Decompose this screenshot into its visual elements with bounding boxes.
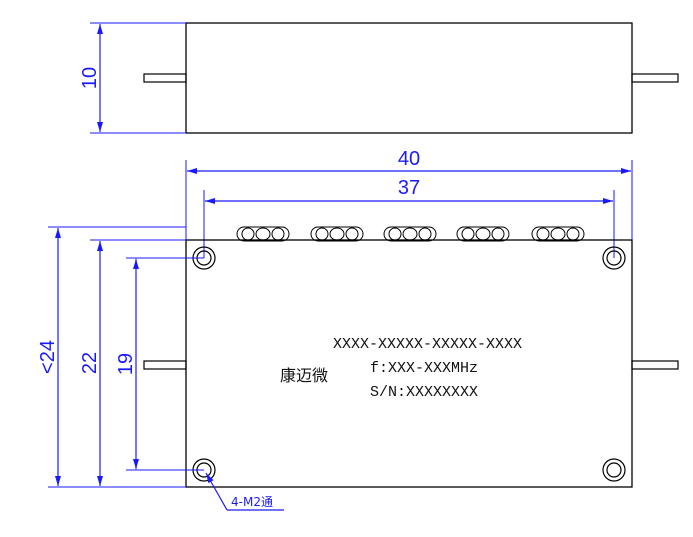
trimmer-2 (310, 226, 364, 242)
top-view-right-pin (631, 360, 679, 370)
side-view (143, 22, 679, 134)
side-view-body (185, 22, 633, 134)
trimmer-1 (236, 226, 290, 242)
dim-total-height-label: <24 (37, 340, 59, 374)
trimmer-3 (383, 226, 437, 242)
top-view-left-pin (143, 360, 187, 370)
serial-number: S/N:XXXXXXXX (370, 384, 478, 401)
dim-body-height-label: 22 (79, 352, 101, 374)
mounting-hole-bottom-right (602, 458, 626, 482)
hole-callout: 4-M2通 (205, 472, 284, 511)
dim-total-height: <24 (37, 226, 186, 488)
frequency-range: f:XXX-XXXMHz (370, 360, 478, 377)
part-number: XXXX-XXXXX-XXXXX-XXXX (333, 336, 522, 353)
dim-hole-spacing-y-label: 19 (115, 353, 137, 375)
brand-name: 康迈微 (280, 366, 328, 385)
hole-callout-label: 4-M2通 (231, 495, 273, 509)
trimmer-5 (531, 226, 585, 242)
dim-side-height: 10 (79, 22, 186, 134)
trimmer-4 (456, 226, 510, 242)
trimmer-row (236, 226, 585, 242)
side-view-right-pin (631, 73, 679, 83)
mounting-hole-top-right (602, 246, 626, 270)
side-view-left-pin (143, 73, 187, 83)
dim-hole-spacing-x-label: 37 (398, 177, 420, 199)
top-view: XXXX-XXXXX-XXXXX-XXXX f:XXX-XXXMHz S/N:X… (143, 226, 679, 488)
dim-total-width-label: 40 (398, 148, 420, 170)
dim-total-width: 40 (185, 148, 633, 240)
dim-hole-spacing-x: 37 (203, 177, 615, 258)
dim-body-height: 22 (79, 239, 186, 486)
dim-side-height-label: 10 (79, 67, 101, 89)
dim-hole-spacing-y: 19 (115, 257, 204, 471)
